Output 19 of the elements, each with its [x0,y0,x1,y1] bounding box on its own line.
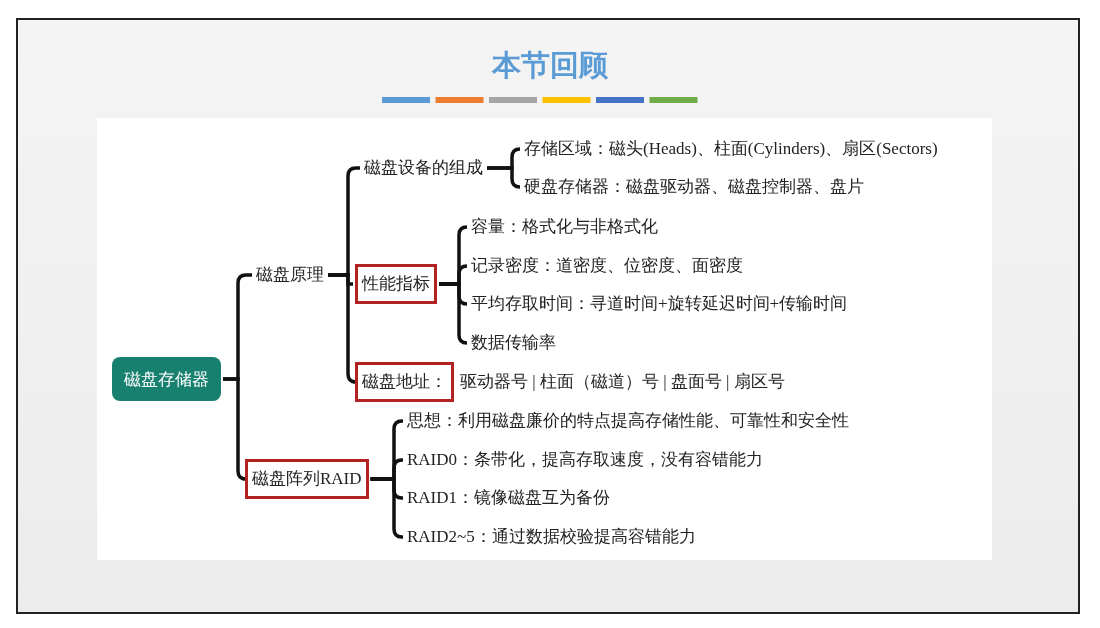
branch-line [487,166,522,189]
highlighted-topic: 磁盘地址： [355,362,454,402]
topic-text: 容量：格式化与非格式化 [469,215,660,239]
topic-text: 硬盘存储器：磁盘驱动器、磁盘控制器、盘片 [522,175,866,199]
topic-text: 思想：利用磁盘廉价的特点提高存储性能、可靠性和安全性 [405,409,851,433]
topic-text: 记录密度：道密度、位密度、面密度 [469,254,745,278]
topic-text: RAID2~5：通过数据校验提高容错能力 [405,525,698,549]
slide-title: 本节回顾 [490,47,609,84]
topic-text: 存储区域：磁头(Heads)、柱面(Cylinders)、扇区(Sectors) [522,137,940,161]
highlighted-topic: 性能指标 [355,264,437,304]
topic-text: RAID0：条带化，提高存取速度，没有容错能力 [405,448,766,472]
topic-text: 磁盘原理 [254,263,326,287]
topic-text: 数据传输率 [469,331,558,355]
root-topic: 磁盘存储器 [112,357,221,401]
topic-detail: 驱动器号 | 柱面（磁道）号 | 盘面号 | 扇区号 [460,371,785,393]
topic-text: 平均存取时间：寻道时间+旋转延迟时间+传输时间 [469,292,850,316]
highlighted-topic: 磁盘阵列RAID [245,459,369,499]
topic-text: RAID1：镜像磁盘互为备份 [405,486,613,510]
topic-text: 磁盘设备的组成 [362,156,485,180]
